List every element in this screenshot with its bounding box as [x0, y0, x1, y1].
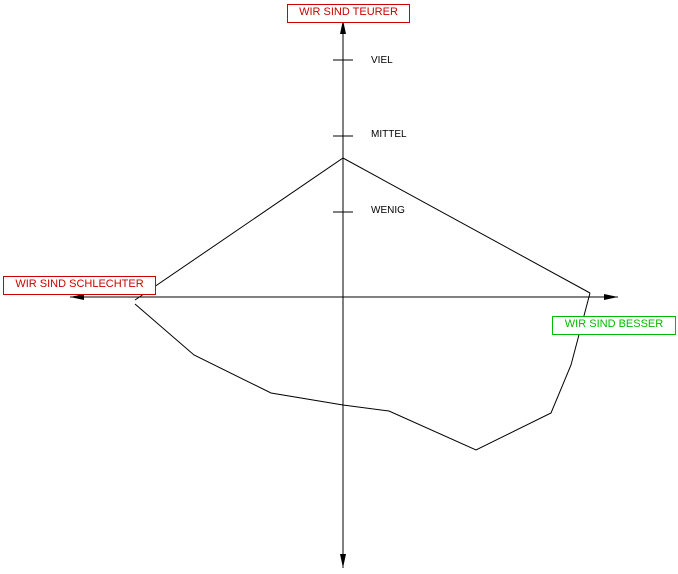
label-right-better: WIR SIND BESSER	[552, 316, 676, 335]
label-left-worse: WIR SIND SCHLECHTER	[3, 276, 156, 295]
horizontal-axis-arrow-right	[604, 294, 618, 300]
tick-label-wenig: WENIG	[371, 205, 405, 216]
upper-profile-line	[134, 157, 591, 301]
label-top-more-expensive: WIR SIND TEURER	[287, 4, 410, 23]
horizontal-axis-arrow-left	[70, 294, 84, 300]
vertical-axis-arrow-bottom	[340, 554, 346, 568]
tick-label-viel: VIEL	[371, 55, 393, 66]
vertical-axis-arrow-top	[340, 20, 346, 34]
tick-label-mittel: MITTEL	[371, 129, 407, 140]
lower-profile-line	[134, 292, 591, 451]
